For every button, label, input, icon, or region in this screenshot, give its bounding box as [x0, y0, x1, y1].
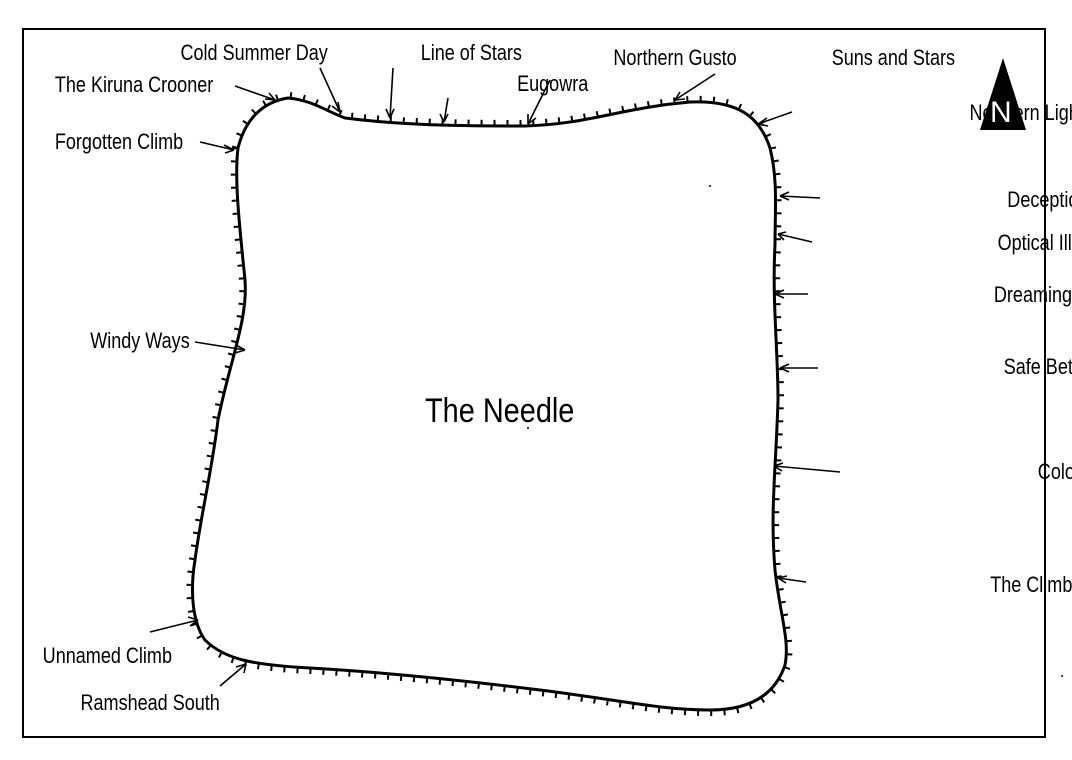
arrow-eugowra [443, 97, 449, 123]
arrow-northern-lights [757, 111, 793, 125]
crag-outline [190, 96, 788, 712]
arrowhead-windy [234, 344, 246, 354]
arrow-suns-and-stars [674, 73, 716, 101]
arrowhead-deception [779, 191, 790, 201]
arrow-cold-summer-day [319, 67, 341, 113]
label-optical-illusion: Optical Illusion [998, 231, 1072, 255]
arrowhead-optical [777, 231, 787, 241]
arrowhead-kiruna [264, 92, 276, 101]
label-line-of-stars: Line of Stars [421, 41, 522, 65]
arrow-ramshead-south [219, 663, 247, 687]
label-suns-and-stars: Suns and Stars [832, 46, 955, 70]
arrow-windy-ways [194, 341, 246, 351]
label-forgotten-climb: Forgotten Climb [55, 130, 183, 154]
arrowhead-suns [674, 91, 686, 101]
arrowhead-dreaming [774, 289, 785, 299]
arrowhead-eugowra [439, 113, 449, 123]
arrowhead-northern-lights [757, 117, 769, 127]
arrowhead-unnamed [187, 616, 199, 627]
arrowhead-the-climb [777, 575, 788, 584]
arrowhead-cold-summer [331, 101, 341, 113]
arrow-line-of-stars [389, 67, 394, 119]
crag-ticks [186, 92, 793, 716]
arrow-northern-gusto [527, 79, 551, 125]
label-eugowra: Eugowra [517, 72, 589, 96]
label-the-climb: The Climb [990, 573, 1072, 597]
arrow-kiruna-crooner [234, 85, 276, 101]
speck [1061, 675, 1063, 677]
label-deception: Deception [1007, 188, 1072, 212]
speck [527, 427, 529, 429]
arrowhead-forgotten [223, 144, 235, 154]
label-ramshead-south: Ramshead South [81, 691, 220, 715]
arrowhead-ramshead [235, 663, 247, 674]
arrow-the-climb [777, 577, 807, 583]
label-the-kiruna-crooner: The Kiruna Crooner [55, 73, 214, 97]
label-dreaming: Dreaming [994, 283, 1072, 307]
arrow-unnamed-climb [149, 619, 199, 633]
arrow-colour-blind [773, 465, 841, 473]
arrow-deception [779, 195, 821, 199]
arrowhead-safe-bet [779, 363, 790, 373]
arrowhead-line-of-stars [385, 108, 395, 119]
route-arrows [149, 67, 841, 687]
arrowhead-colour-blind [773, 462, 784, 472]
crag-title: The Needle [425, 391, 574, 430]
speck [709, 185, 711, 187]
label-colour-blind: Colour-blind [1038, 460, 1072, 484]
label-unnamed-climb: Unnamed Climb [43, 644, 172, 668]
arrow-optical-illusion [777, 233, 813, 243]
north-arrow-icon: N [980, 58, 1026, 130]
map-frame [22, 28, 1046, 738]
north-letter: N [990, 96, 1012, 129]
label-windy-ways: Windy Ways [90, 329, 190, 353]
arrow-forgotten-climb [199, 141, 235, 151]
arrowhead-northern-gusto [527, 114, 537, 125]
label-safe-bet: Safe Bet [1004, 355, 1072, 379]
label-northern-gusto: Northern Gusto [613, 46, 736, 70]
route-labels: Cold Summer Day Line of Stars Northern G… [43, 41, 1072, 715]
label-cold-summer-day: Cold Summer Day [181, 41, 329, 65]
